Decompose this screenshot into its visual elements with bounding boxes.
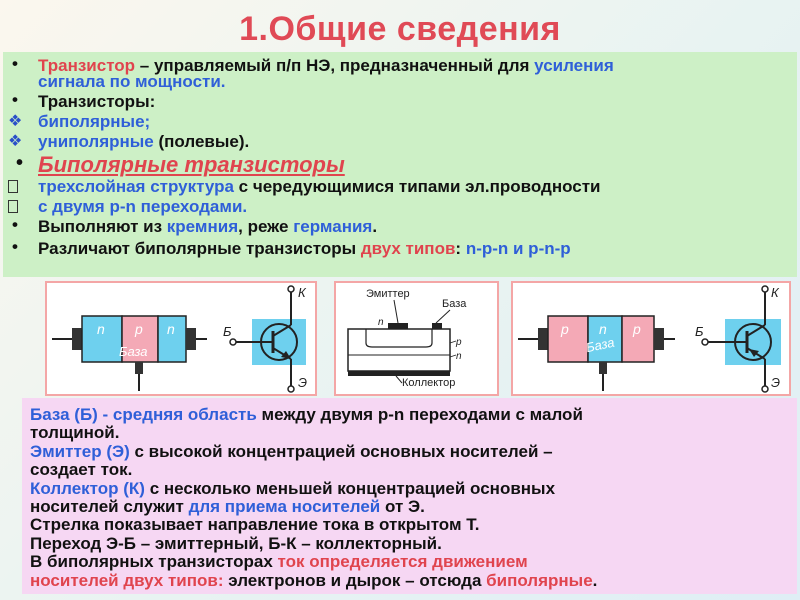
def-line-4: создает ток. (30, 460, 133, 479)
pin-base: Б (223, 324, 232, 339)
def-text: носителей служит (30, 497, 189, 516)
diamond-bullet-icon: ❖ (8, 133, 23, 150)
term-transistor: Транзистор (38, 56, 136, 75)
layer-label: n (378, 317, 384, 328)
def-base-term: База (Б) - средняя область (30, 405, 257, 424)
layer-label: n (167, 321, 175, 337)
kinds-text: Различают биполярные транзисторы (38, 239, 361, 258)
definitions-panel: База (Б) - средняя область между двумя p… (22, 398, 797, 594)
pnp-diagram: p n p База К Б Э (518, 285, 781, 393)
base-label: База (585, 335, 616, 356)
def-text: с несколько меньшей концентрацией основн… (144, 479, 556, 498)
material-text: Выполняют из (38, 217, 167, 236)
bullet: • (12, 54, 18, 73)
kinds-highlight: двух типов (360, 239, 456, 258)
bullet: • (12, 215, 18, 234)
def-line-5: Коллектор (К) с несколько меньшей концен… (30, 480, 555, 498)
feature-1: трехслойная структура с чередующимися ти… (38, 178, 601, 196)
bipolar-heading: Биполярные транзисторы (38, 152, 345, 177)
material-text: . (372, 217, 378, 236)
def-text: с высокой концентрацией основных носител… (129, 442, 553, 461)
def-highlight: для приема носителей (188, 497, 381, 516)
intro-line-2: сигнала по мощности. (38, 72, 226, 91)
type-bipolar: биполярные; (38, 112, 151, 131)
kinds-types: n-p-n и p-n-p (465, 239, 571, 258)
bullet: • (16, 152, 24, 174)
kinds-text: : (455, 239, 466, 258)
bullet: • (12, 90, 18, 109)
npn-structure-figure: n p n База К Б Э (45, 281, 317, 396)
cross-section-diagram: Эмиттер База n p n Коллектор (347, 288, 467, 389)
slide-title: 1.Общие сведения (239, 10, 561, 48)
type-unipolar-line: униполярные (полевые). (38, 133, 249, 151)
feature-1-highlight: трехслойная структура (38, 177, 234, 196)
material-silicon: кремния (166, 217, 239, 236)
layer-label: p (632, 321, 641, 337)
def-collector-term: Коллектор (К) (30, 479, 145, 498)
emitter-label: Эмиттер (366, 288, 410, 300)
pin-collector: К (298, 285, 307, 300)
type-unipolar-suffix: (полевые). (153, 132, 250, 151)
def-highlight: биполярные (486, 571, 593, 590)
def-line-9: В биполярных транзисторах ток определяет… (30, 553, 528, 571)
def-line-2: толщиной. (30, 423, 120, 442)
intro-line-1: Транзистор – управляемый п/п НЭ, предназ… (38, 57, 614, 75)
def-line-1: База (Б) - средняя область между двумя p… (30, 406, 583, 424)
layer-label: n (97, 321, 105, 337)
intro-highlight: усиления (534, 56, 614, 75)
layer-label: n (599, 321, 607, 337)
intro-text: – управляемый п/п НЭ, предназначенный дл… (135, 56, 535, 75)
pin-collector: К (771, 285, 780, 300)
def-emitter-term: Эмиттер (Э) (30, 442, 130, 461)
pnp-structure-figure: p n p База К Б Э (511, 281, 791, 396)
def-line-3: Эмиттер (Э) с высокой концентрацией осно… (30, 443, 553, 461)
def-highlight: носителей двух типов: (30, 571, 224, 590)
material-germanium: германия (293, 217, 373, 236)
def-highlight: ток определяется движением (277, 552, 528, 571)
layer-label: n (456, 351, 462, 362)
layer-label: p (134, 321, 143, 337)
collector-label: Коллектор (402, 377, 455, 389)
feature-1-text: с чередующимися типами эл.проводности (233, 177, 601, 196)
pin-base: Б (695, 324, 704, 339)
base-label: База (119, 344, 148, 359)
def-text: . (592, 571, 598, 590)
def-line-7: Стрелка показывает направление тока в от… (30, 515, 480, 534)
base-label: База (442, 298, 467, 310)
pin-emitter: Э (298, 375, 307, 390)
def-line-10: носителей двух типов: электронов и дырок… (30, 572, 597, 590)
def-text: электронов и дырок – отсюда (223, 571, 487, 590)
def-line-8: Переход Э-Б – эмиттерный, Б-К – коллекто… (30, 534, 442, 553)
feature-2: с двумя p-n переходами. (38, 197, 248, 216)
material-text: , реже (238, 217, 294, 236)
intro-panel (3, 52, 797, 277)
pin-emitter: Э (771, 375, 780, 390)
def-text: В биполярных транзисторах (30, 552, 278, 571)
material-line: Выполняют из кремния, реже германия. (38, 218, 377, 236)
box-bullet-icon (8, 200, 18, 213)
layer-label: p (560, 321, 569, 337)
npn-diagram: n p n База К Б Э (52, 285, 307, 393)
box-bullet-icon (8, 180, 18, 193)
diamond-bullet-icon: ❖ (8, 113, 23, 130)
layer-label: p (455, 337, 462, 348)
kinds-line: Различают биполярные транзисторы двух ти… (38, 240, 571, 258)
type-unipolar: униполярные (38, 132, 154, 151)
def-text: между двумя p-n переходами с малой (256, 405, 583, 424)
def-line-6: носителей служит для приема носителей от… (30, 498, 425, 516)
types-heading: Транзисторы: (38, 92, 156, 111)
def-text: от Э. (380, 497, 425, 516)
bullet: • (12, 237, 18, 256)
cross-section-figure: Эмиттер База n p n Коллектор (334, 281, 499, 396)
